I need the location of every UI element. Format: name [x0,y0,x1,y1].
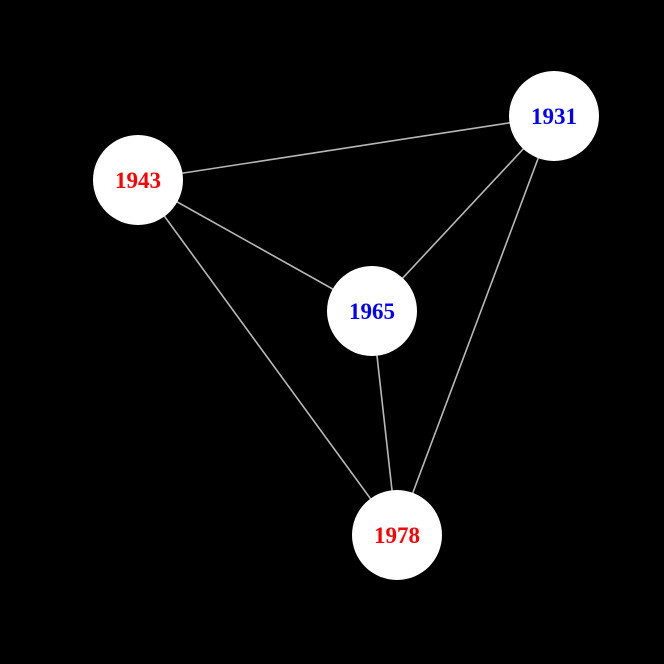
graph-node-1931[interactable]: 1931 [509,71,599,161]
graph-node-1978[interactable]: 1978 [352,490,442,580]
graph-node-label: 1978 [374,522,420,548]
graph-edge[interactable] [137,179,398,536]
graph-edge[interactable] [396,115,555,536]
graph-node-1965[interactable]: 1965 [327,266,417,356]
graph-node-label: 1965 [349,298,395,324]
graph-node-label: 1943 [115,167,161,193]
graph-edge[interactable] [137,115,555,181]
graph-node-1943[interactable]: 1943 [93,135,183,225]
graph-node-label: 1931 [531,103,577,129]
